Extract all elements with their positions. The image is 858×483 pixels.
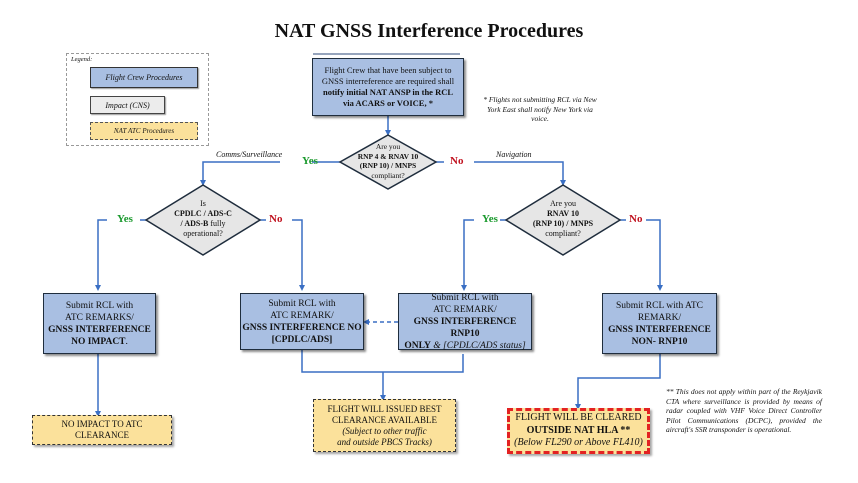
- box-rnp10-only-line-4: ONLY: [404, 340, 431, 351]
- outcome-no-impact-clearance: NO IMPACT TO ATC CLEARANCE: [32, 415, 172, 445]
- legend-impact: Impact (CNS): [90, 96, 165, 114]
- start-line-1: Flight Crew that have been subject to: [324, 65, 452, 75]
- decision-comms-line-1: Is: [200, 199, 206, 208]
- outcome-best-line-2: CLEARANCE AVAILABLE: [332, 414, 437, 425]
- box-no-impact-line-3: GNSS INTERFERENCE: [48, 324, 151, 335]
- decision-nav-text: Are you RNAV 10 (RNP 10) / MNPS complian…: [520, 199, 606, 239]
- decision-main-text: Are you RNP 4 & RNAV 10 (RNP 10) / MNPS …: [345, 142, 431, 180]
- connector-hla: [575, 354, 661, 410]
- decision-comms-text: Is CPDLC / ADS-C / ADS-B fully operation…: [160, 199, 246, 239]
- comms-yes-label: Yes: [117, 213, 133, 225]
- page-title: NAT GNSS Interference Procedures: [274, 20, 584, 42]
- decision-main-line-1: Are you: [375, 142, 401, 151]
- box-cpdlc-ads-line-4: [CPDLC/ADS]: [271, 334, 333, 345]
- box-no-impact-line-4: NO IMPACT: [71, 336, 126, 347]
- decision-comms-line-2: CPDLC / ADS-C: [174, 209, 232, 218]
- start-line-2: GNSS interreference are required shall: [321, 76, 455, 86]
- decision-comms-line-3-rest: fully: [208, 219, 226, 228]
- box-cpdlc-ads-line-3: GNSS INTERFERENCE NO: [242, 322, 362, 333]
- decision-nav-line-1: Are you: [550, 199, 576, 208]
- main-yes-label: Yes: [302, 155, 318, 167]
- box-rnp10-only-line-4-italic: & [CPDLC/ADS status]: [430, 340, 526, 351]
- start-line-3: notify initial NAT ANSP in the RCL: [322, 87, 454, 97]
- note-rcl: * Flights not submitting RCL via New Yor…: [483, 95, 597, 123]
- box-non-rnp10-line-2: REMARK/: [637, 312, 682, 323]
- box-cpdlc-ads-line-2: ATC REMARK/: [270, 310, 334, 321]
- outcome-no-impact-line-2: CLEARANCE: [75, 430, 129, 440]
- outcome-hla-line-1: FLIGHT WILL BE CLEARED: [515, 412, 642, 424]
- decision-nav-line-3: (RNP 10) / MNPS: [532, 219, 594, 228]
- box-rnp10-only-line-2: ATC REMARK/: [433, 304, 497, 315]
- box-no-impact: Submit RCL with ATC REMARKS/ GNSS INTERF…: [43, 293, 156, 354]
- decision-nav-line-2: RNAV 10: [547, 209, 579, 218]
- decision-comms-line-3: / ADS-B: [180, 219, 209, 228]
- nav-yes-label: Yes: [482, 213, 498, 225]
- start-line-4: via ACARS or VOICE, *: [343, 98, 433, 108]
- connector-nav-yes: [464, 219, 506, 288]
- box-no-impact-line-1: Submit RCL with: [65, 300, 134, 311]
- decision-diamond-comms: [144, 184, 262, 256]
- outcome-best-line-1: FLIGHT WILL ISSUED BEST: [327, 403, 442, 414]
- box-cpdlc-ads-line-1: Submit RCL with: [268, 298, 336, 309]
- outcome-hla-line-2: OUTSIDE NAT HLA **: [526, 424, 631, 436]
- decision-comms-line-4: operational?: [183, 229, 223, 238]
- legend-flight-crew: Flight Crew Procedures: [90, 67, 198, 88]
- decision-diamond-nav: [504, 184, 622, 256]
- box-no-impact-line-2: ATC REMARKS/: [65, 312, 134, 323]
- outcome-best-line-4: and outside PBCS Tracks): [337, 436, 432, 447]
- box-rnp10-only: Submit RCL with ATC REMARK/ GNSS INTERFE…: [398, 292, 532, 351]
- connector-comms-no: [260, 219, 302, 288]
- box-rnp10-only-line-1: Submit RCL with: [431, 292, 499, 303]
- decision-main-line-2: RNP 4 & RNAV 10: [357, 151, 419, 161]
- connector-comms-yes: [98, 219, 146, 288]
- edge-label-comms: Comms/Surveillance: [216, 150, 283, 159]
- nav-no-label: No: [629, 213, 643, 225]
- decision-diamond-main: [338, 134, 438, 190]
- legend-title: Legend:: [71, 56, 93, 63]
- outcome-best-clearance: FLIGHT WILL ISSUED BEST CLEARANCE AVAILA…: [313, 399, 456, 452]
- note-reykjavik: ** This does not apply within part of th…: [666, 387, 822, 434]
- start-box: Flight Crew that have been subject to GN…: [312, 58, 464, 116]
- legend-atc: NAT ATC Procedures: [90, 122, 198, 140]
- connector-merge: [301, 350, 464, 373]
- decision-main-line-3: (RNP 10) / MNPS: [359, 161, 417, 170]
- edge-label-navigation: Navigation: [496, 150, 532, 159]
- box-rnp10-only-line-3: GNSS INTERFERENCE RNP10: [413, 316, 517, 339]
- outcome-hla-line-3: (Below FL290 or Above FL410): [514, 437, 643, 449]
- legend: Legend: Flight Crew Procedures Impact (C…: [66, 53, 209, 146]
- outcome-outside-hla: FLIGHT WILL BE CLEARED OUTSIDE NAT HLA *…: [507, 408, 650, 454]
- box-cpdlc-ads: Submit RCL with ATC REMARK/ GNSS INTERFE…: [240, 293, 364, 350]
- outcome-best-line-3: (Subject to other traffic: [342, 425, 427, 436]
- outcome-no-impact-line-1: NO IMPACT TO ATC: [61, 419, 143, 429]
- connector-main-yes: [203, 161, 340, 183]
- decision-nav-line-4: compliant?: [545, 229, 581, 238]
- box-non-rnp10-line-4: NON- RNP10: [631, 336, 688, 347]
- decision-main-line-4: compliant?: [371, 170, 405, 180]
- connector-nav-no: [620, 219, 660, 288]
- comms-no-label: No: [269, 213, 283, 225]
- box-non-rnp10-line-3: GNSS INTERFERENCE: [608, 324, 711, 335]
- box-non-rnp10: Submit RCL with ATC REMARK/ GNSS INTERFE…: [602, 293, 717, 354]
- box-no-impact-line-4-rest: .: [125, 336, 128, 347]
- box-non-rnp10-line-1: Submit RCL with ATC: [615, 300, 703, 311]
- main-no-label: No: [450, 155, 464, 167]
